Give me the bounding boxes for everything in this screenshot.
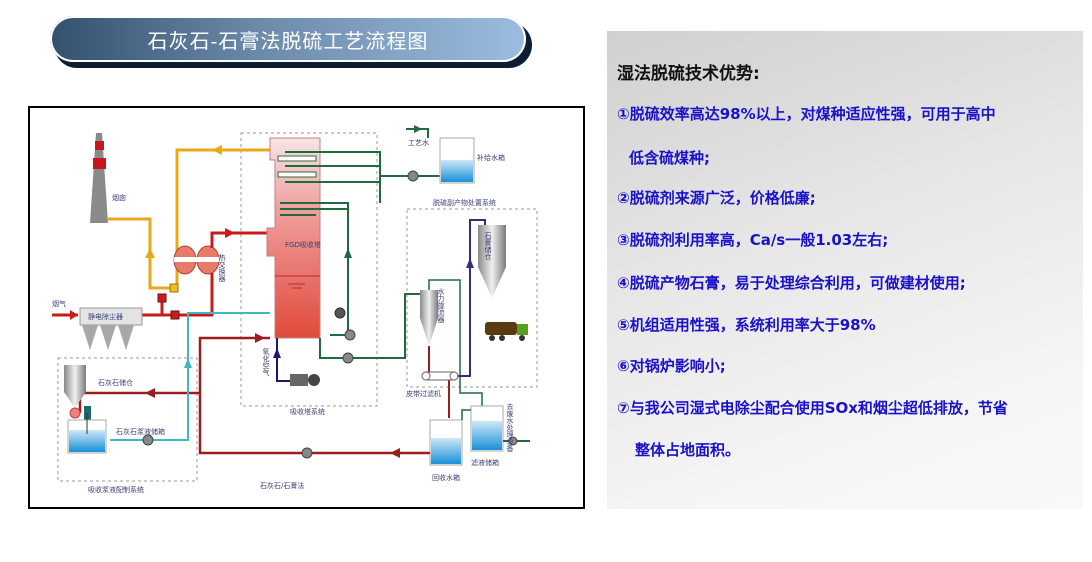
label-slurry-system: 吸收浆液配制系统 xyxy=(88,485,144,494)
water-level xyxy=(69,430,105,452)
advantage-item: ③脱硫剂利用率高，Ca/s一般1.03左右; xyxy=(617,231,889,249)
arrow-icon xyxy=(225,228,235,238)
label-byproduct-system: 脱硫副产物处置系统 xyxy=(433,198,496,207)
advantage-item: 整体占地面积。 xyxy=(635,441,741,459)
label-oxidation-air: 氧化空气 xyxy=(262,347,270,376)
pump-icon xyxy=(342,352,354,364)
arrow-icon xyxy=(145,248,155,258)
advantage-item: ④脱硫产物石膏，易于处理综合利用，可做建材使用; xyxy=(617,274,966,292)
label-heat-exchanger: 热交换器 xyxy=(218,253,226,283)
label-flue-gas: 烟气 xyxy=(52,299,66,308)
label-absorber: FGD吸收塔 xyxy=(285,240,321,249)
gypsum-silo-icon xyxy=(478,225,506,298)
absorber-system-boundary xyxy=(240,132,378,407)
advantage-item: ⑤机组适用性强，系统利用率大于98% xyxy=(617,316,876,334)
arrow-icon xyxy=(273,348,281,358)
pump-icon xyxy=(508,436,518,446)
water-level xyxy=(472,421,502,450)
belt-filter-icon xyxy=(421,371,459,381)
limestone-slurry-line xyxy=(110,312,270,441)
esp-icon xyxy=(79,307,143,350)
arrow-icon xyxy=(344,248,352,258)
advantage-item: ⑦与我公司湿式电除尘配合使用SOx和烟尘超低排放，节省 xyxy=(617,399,1008,417)
hydrocyclone-icon xyxy=(420,290,438,346)
label-belt-filter: 皮带过滤机 xyxy=(406,389,441,398)
page-title: 石灰石-石膏法脱硫工艺流程图 xyxy=(147,28,429,53)
label-process-water: 工艺水 xyxy=(408,138,429,147)
label-absorber-system: 吸收塔系统 xyxy=(290,407,325,416)
label-filtrate-tank: 滤液储箱 xyxy=(471,458,499,467)
advantage-item: 低含硫煤种; xyxy=(629,149,710,167)
water-level xyxy=(431,438,461,464)
arrow-icon xyxy=(212,145,222,155)
heat-exchanger-icon xyxy=(173,245,220,275)
damper-icon xyxy=(169,283,179,293)
arrow-icon xyxy=(390,448,400,458)
overflow-line xyxy=(428,279,483,408)
pump-icon xyxy=(301,447,313,459)
process-flow-diagram: 烟囱 热交换器 烟气 静电除尘器 xyxy=(28,106,585,509)
arrow-icon xyxy=(466,258,474,268)
title-banner: 石灰石-石膏法脱硫工艺流程图 xyxy=(50,16,534,70)
absorber-tower-icon xyxy=(266,137,321,339)
label-recycle-tank: 回收水箱 xyxy=(432,473,460,482)
chimney-icon xyxy=(90,133,108,223)
panel-title: 湿法脱硫技术优势: xyxy=(617,64,760,84)
label-limestone-silo: 石灰石储仓 xyxy=(98,378,133,387)
label-hydrocyclone: 水力旋流器 xyxy=(437,287,445,324)
arrow-icon xyxy=(145,388,155,398)
arrow-icon xyxy=(414,125,422,133)
advantage-item: ②脱硫剂来源广泛，价格低廉; xyxy=(617,189,816,207)
arrow-icon xyxy=(70,310,78,320)
gypsum-line xyxy=(454,219,486,377)
title-pill: 石灰石-石膏法脱硫工艺流程图 xyxy=(50,16,526,62)
pump-icon xyxy=(407,170,419,182)
advantage-item: ①脱硫效率高达98%以上，对煤种适应性强，可用于高中 xyxy=(617,105,996,123)
arrow-icon xyxy=(184,358,192,368)
process-water-line xyxy=(406,128,429,138)
spray-line xyxy=(285,151,381,203)
byproduct-system-boundary xyxy=(406,208,538,388)
dirty-flue-line xyxy=(130,273,214,317)
clean-flue-line xyxy=(108,148,270,290)
pump-icon xyxy=(142,434,154,446)
advantage-item: ⑥对锅炉影响小; xyxy=(617,357,726,375)
label-gypsum-silo: 石膏储仓 xyxy=(484,232,492,260)
slurry-system-boundary xyxy=(57,357,198,482)
return-line xyxy=(198,336,430,455)
label-wastewater: 去废水处理设备 xyxy=(506,402,514,453)
truck-icon xyxy=(485,322,528,341)
slurry-return-line xyxy=(78,391,200,413)
arrow-icon xyxy=(255,333,265,343)
advantages-panel: 湿法脱硫技术优势: ①脱硫效率高达98%以上，对煤种适应性强，可用于高中 低含硫… xyxy=(607,31,1083,509)
agitator-icon xyxy=(334,307,346,319)
label-slurry-tank: 石灰石浆液储箱 xyxy=(116,427,165,436)
label-chimney: 烟囱 xyxy=(112,193,126,202)
label-esp: 静电除尘器 xyxy=(88,312,123,321)
gypsum-slurry-line xyxy=(319,293,420,359)
transfer-line xyxy=(461,409,471,420)
diagram-canvas: 烟囱 热交换器 烟气 静电除尘器 xyxy=(52,125,538,494)
water-level xyxy=(441,160,473,182)
recirc-line xyxy=(316,202,349,336)
damper-icon xyxy=(170,310,180,320)
pump-icon xyxy=(344,329,356,341)
damper-icon xyxy=(157,293,167,303)
label-method: 石灰石/石膏法 xyxy=(260,481,304,490)
hot-flue-line xyxy=(210,231,270,248)
blower-icon xyxy=(290,374,320,386)
oxidation-air-line xyxy=(276,338,290,382)
label-makeup-tank: 补给水箱 xyxy=(477,153,505,162)
